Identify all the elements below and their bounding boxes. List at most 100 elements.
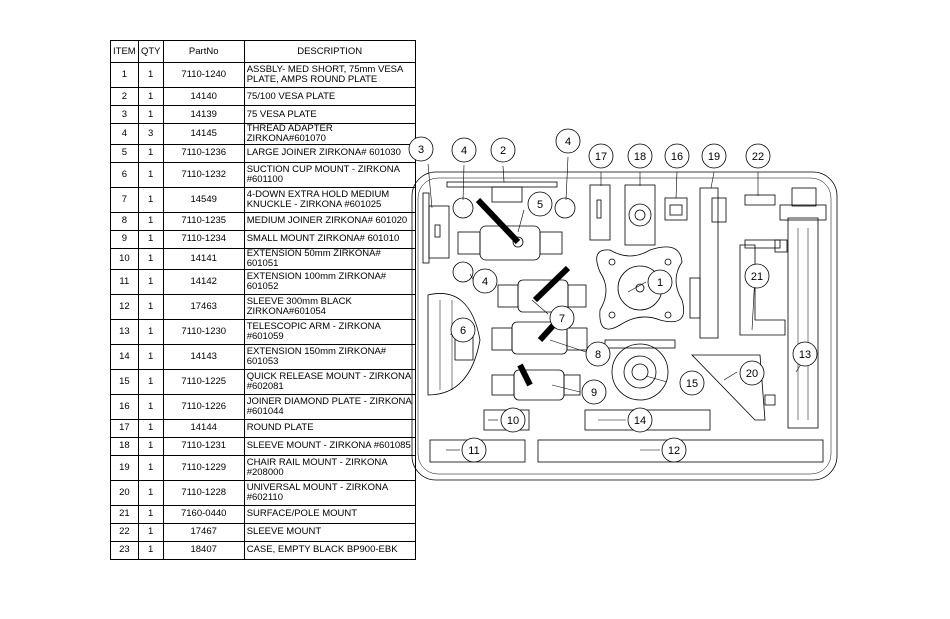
callout-number: 14 [634,415,646,427]
bom-cell-qty: 1 [137,522,164,542]
case-outline [411,171,838,481]
bom-cell-description: SURFACE/POLE MOUNT [243,504,416,524]
callout-balloon: 13 [792,341,818,367]
callout-balloon: 4 [555,128,581,154]
callout-balloon: 19 [701,143,727,169]
bom-cell-qty: 1 [137,393,164,420]
callout-circle [647,269,673,295]
callout-balloon: 5 [527,191,553,217]
part-vesa-100-plate [446,181,558,203]
bom-cell-qty: 1 [137,229,164,249]
part-medium-knuckle [497,265,587,313]
bom-cell-partno: 14549 [162,186,245,213]
callout-circle [792,341,818,367]
part-universal-mount [691,354,776,421]
bom-cell-qty: 1 [137,418,164,438]
bom-cell-item: 15 [110,368,139,395]
bom-cell-partno: 14141 [162,247,245,270]
bom-cell-description: QUICK RELEASE MOUNT - ZIRKONA #602081 [243,368,416,395]
bom-cell-item: 13 [110,318,139,345]
callout-circle [450,317,476,343]
part-thread-adapter [452,197,474,219]
bom-cell-description: 75 VESA PLATE [243,105,416,124]
callout-number: 10 [507,415,519,427]
part-quick-release-mount [604,339,676,401]
callout-number: 4 [461,145,467,157]
bom-cell-item: 23 [110,540,139,560]
bom-cell-description: UNIVERSAL MOUNT - ZIRKONA #602110 [243,479,416,506]
callout-circle [661,437,687,463]
callout-circle [585,341,611,367]
bom-cell-qty: 1 [137,504,164,524]
bom-cell-description: LARGE JOINER ZIRKONA# 601030 [243,143,416,163]
callout-balloon: 10 [500,407,526,433]
callout-circle [461,437,487,463]
bom-cell-item: 20 [110,479,139,506]
bom-cell-partno: 7110-1225 [162,368,245,395]
bom-cell-description: EXTENSION 150mm ZIRKONA# 601053 [243,343,416,370]
callout-circle [588,143,614,169]
bom-cell-partno: 17467 [162,522,245,542]
bom-cell-description: THREAD ADAPTER ZIRKONA#601070 [243,123,416,145]
bom-cell-description: CHAIR RAIL MOUNT - ZIRKONA #208000 [243,454,416,481]
bom-cell-description: MEDIUM JOINER ZIRKONA# 601020 [243,211,416,231]
callout-number: 16 [671,151,683,163]
part-sleeve-mount-18 [624,184,656,246]
bom-cell-qty: 1 [137,143,164,163]
bom-cell-partno: 14140 [162,87,245,106]
bom-cell-qty: 1 [137,454,164,481]
case-inner-outline [417,177,832,475]
bom-cell-qty: 1 [137,343,164,370]
bom-cell-qty: 1 [137,268,164,295]
bom-cell-partno: 7110-1232 [162,161,245,188]
bom-cell-item: 18 [110,436,139,456]
bom-cell-description: CASE, EMPTY BLACK BP900-EBK [243,540,416,560]
bom-cell-partno: 14144 [162,418,245,438]
header-item: ITEM [110,40,139,63]
part-thread-adapter [554,197,576,219]
bom-cell-qty: 1 [137,540,164,560]
callout-balloon: 16 [664,143,690,169]
callout-balloon: 15 [679,370,705,396]
bom-cell-partno: 7110-1235 [162,211,245,231]
bom-cell-partno: 7110-1229 [162,454,245,481]
part-thread-adapter [452,261,474,283]
callout-number: 20 [746,368,758,380]
callout-balloon: 20 [739,360,765,386]
callout-balloon: 4 [451,137,477,163]
bom-cell-qty: 1 [137,368,164,395]
callout-circle [472,268,498,294]
callout-circle [627,407,653,433]
header-partno: PartNo [162,40,245,63]
part-extension-150mm [584,409,711,431]
part-suction-cup-mount [427,293,481,396]
bom-cell-partno: 14143 [162,343,245,370]
header-qty: QTY [137,40,164,63]
bom-cell-partno: 7110-1240 [162,62,245,88]
bom-cell-qty: 1 [137,161,164,188]
bom-cell-partno: 14145 [162,123,245,145]
bom-cell-qty: 1 [137,62,164,88]
bom-cell-item: 9 [110,229,139,249]
bom-cell-qty: 1 [137,318,164,345]
bom-cell-description: SLEEVE 300mm BLACK ZIRKONA#601054 [243,293,416,320]
callout-balloon: 9 [581,379,607,405]
part-round-plate-17 [589,184,611,241]
callout-number: 22 [752,151,764,163]
callout-number: 15 [686,378,698,390]
callout-number: 21 [751,271,763,283]
bom-cell-partno: 7110-1231 [162,436,245,456]
bom-cell-description: TELESCOPIC ARM - ZIRKONA #601059 [243,318,416,345]
callout-circle [500,407,526,433]
callout-number: 17 [595,151,607,163]
callout-number: 8 [595,349,601,361]
bom-cell-item: 11 [110,268,139,295]
